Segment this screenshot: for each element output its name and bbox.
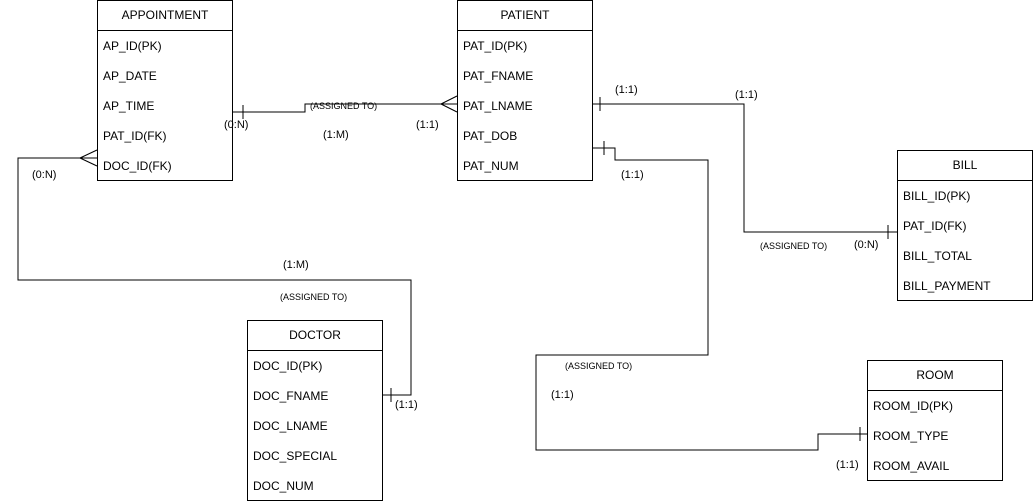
doctor-attr: DOC_FNAME <box>253 389 329 403</box>
appointment-title: APPOINTMENT <box>98 1 232 31</box>
patient-title: PATIENT <box>458 1 592 31</box>
line-patient-room <box>535 147 867 451</box>
card-appointment-doctor-right: (1:1) <box>395 399 418 411</box>
appointment-attr: AP_ID(PK) <box>103 39 162 53</box>
card-patient-bill-left: (1:1) <box>615 84 638 96</box>
doctor-attr: DOC_ID(PK) <box>253 359 323 373</box>
bill-attr: BILL_TOTAL <box>903 249 972 263</box>
patient-attr: PAT_ID(PK) <box>463 39 528 53</box>
card-appointment-doctor-left: (0:N) <box>32 169 57 181</box>
patient-attr: PAT_NUM <box>463 159 519 173</box>
room-attr: ROOM_AVAIL <box>873 459 950 473</box>
doctor-attr: DOC_NUM <box>253 479 314 493</box>
card-patient-room-mid: (1:1) <box>551 389 574 401</box>
room-attr: ROOM_TYPE <box>873 429 949 443</box>
patient-attr: PAT_DOB <box>463 129 518 143</box>
line-appointment-doctor <box>17 157 412 396</box>
doctor-attr: DOC_LNAME <box>253 419 328 433</box>
room-title: ROOM <box>868 361 1002 391</box>
doctor-entity[interactable]: DOCTOR DOC_ID(PK) DOC_FNAME DOC_LNAME DO… <box>247 320 383 501</box>
bill-attr: BILL_PAYMENT <box>903 279 991 293</box>
bill-attr: PAT_ID(FK) <box>903 219 967 233</box>
card-appointment-patient-right: (1:1) <box>416 119 439 131</box>
line-patient-bill <box>593 103 897 233</box>
doctor-attr: DOC_SPECIAL <box>253 449 338 463</box>
appointment-attr: AP_DATE <box>103 69 157 83</box>
bill-entity[interactable]: BILL BILL_ID(PK) PAT_ID(FK) BILL_TOTAL B… <box>897 150 1033 301</box>
bill-attr: BILL_ID(PK) <box>903 189 971 203</box>
room-attr: ROOM_ID(PK) <box>873 399 954 413</box>
card-patient-room-right: (1:1) <box>836 459 859 471</box>
room-entity[interactable]: ROOM ROOM_ID(PK) ROOM_TYPE ROOM_AVAIL <box>867 360 1003 481</box>
card-appointment-patient-mid: (1:M) <box>323 129 349 141</box>
label-patient-room: (ASSIGNED TO) <box>565 361 633 371</box>
appointment-entity[interactable]: APPOINTMENT AP_ID(PK) AP_DATE AP_TIME PA… <box>97 0 233 181</box>
label-patient-bill: (ASSIGNED TO) <box>760 241 828 251</box>
patient-attr: PAT_LNAME <box>463 99 533 113</box>
card-patient-room-left: (1:1) <box>621 169 644 181</box>
doctor-title: DOCTOR <box>248 321 382 351</box>
bill-title: BILL <box>898 151 1032 181</box>
label-appointment-patient: (ASSIGNED TO) <box>310 101 378 111</box>
many-mark-patient <box>440 95 458 113</box>
many-mark-appointment <box>79 149 98 167</box>
card-appointment-patient-left: (0:N) <box>224 119 249 131</box>
card-patient-bill-right: (0:N) <box>854 239 879 251</box>
card-patient-bill-mid: (1:1) <box>735 89 758 101</box>
appointment-attr: AP_TIME <box>103 99 155 113</box>
patient-entity[interactable]: PATIENT PAT_ID(PK) PAT_FNAME PAT_LNAME P… <box>457 0 593 181</box>
line-appointment-patient <box>233 103 457 113</box>
appointment-attr: DOC_ID(FK) <box>103 159 172 173</box>
label-appointment-doctor: (ASSIGNED TO) <box>280 292 348 302</box>
card-appointment-doctor-mid: (1:M) <box>283 259 309 271</box>
appointment-attr: PAT_ID(FK) <box>103 129 167 143</box>
patient-attr: PAT_FNAME <box>463 69 534 83</box>
